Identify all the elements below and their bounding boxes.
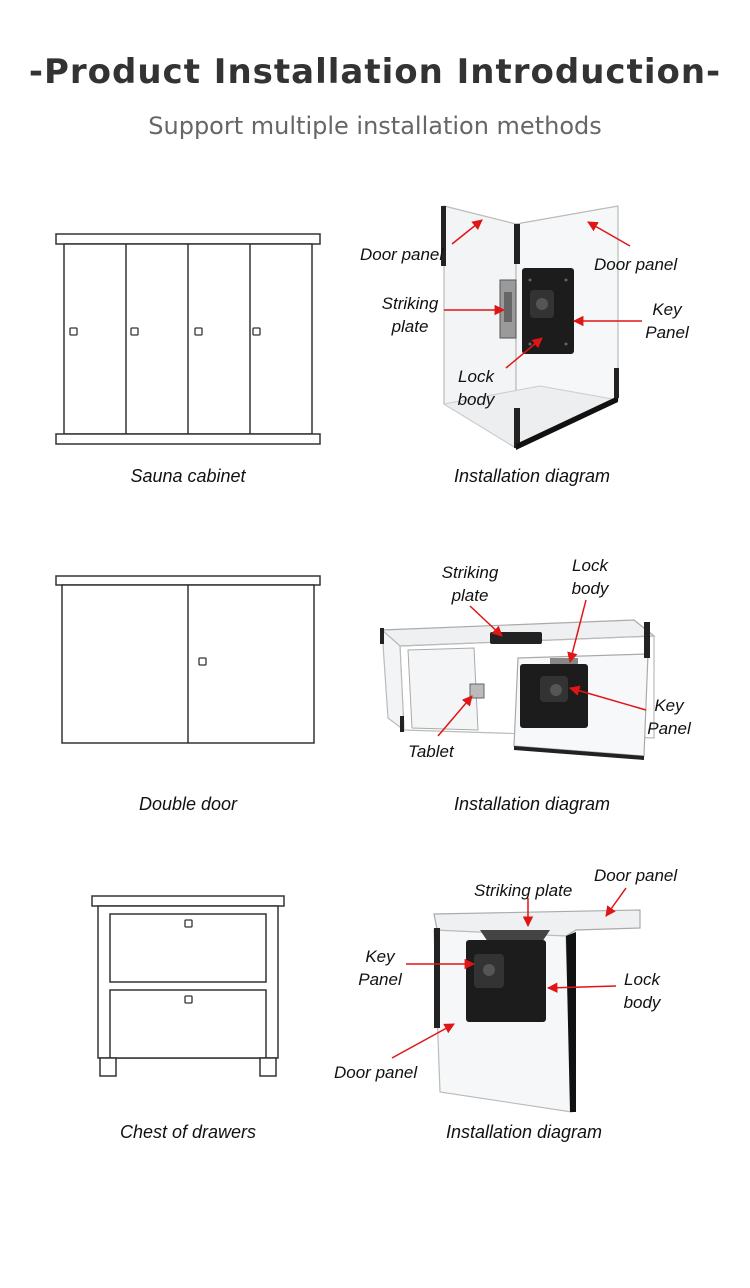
- sauna-installation-drawing: [441, 205, 642, 450]
- chest-of-drawers-drawing: [91, 895, 285, 1077]
- chest-label-lock-body: Lock body: [623, 970, 661, 1012]
- sauna-label-striking-plate: Striking plate: [381, 294, 439, 336]
- chest-label-key-panel: Key Panel: [358, 947, 402, 989]
- double-door-label-tablet: Tablet: [408, 742, 454, 761]
- double-door-diagram-caption: Installation diagram: [453, 794, 611, 814]
- sauna-label-lock-body: Lock body: [457, 367, 495, 409]
- sauna-cabinet-caption: Sauna cabinet: [130, 466, 246, 486]
- double-door-label-striking-plate: Striking plate: [441, 563, 499, 605]
- sauna-label-door-panel-right: Door panel: [594, 255, 678, 274]
- double-door-drawing: [55, 575, 321, 744]
- page-title: -Product Installation Introduction-: [28, 52, 722, 92]
- sauna-label-door-panel-left: Door panel: [360, 245, 444, 264]
- page-subtitle: Support multiple installation methods: [148, 112, 602, 140]
- double-door-label-lock-body: Lock body: [571, 556, 609, 598]
- chest-diagram-caption: Installation diagram: [445, 1122, 603, 1142]
- double-door-installation-drawing: [380, 599, 656, 760]
- sauna-cabinet-drawing: [55, 233, 321, 445]
- chest-of-drawers-caption: Chest of drawers: [119, 1122, 257, 1142]
- chest-label-striking-plate: Striking plate: [474, 881, 573, 900]
- double-door-label-key-panel: Key Panel: [647, 696, 691, 738]
- chest-label-door-panel-bottom: Door panel: [334, 1063, 418, 1082]
- chest-label-door-panel-top: Door panel: [594, 866, 678, 885]
- sauna-diagram-caption: Installation diagram: [453, 466, 611, 486]
- sauna-label-key-panel: Key Panel: [645, 300, 689, 342]
- double-door-caption: Double door: [138, 794, 238, 814]
- chest-installation-drawing: [391, 887, 641, 1113]
